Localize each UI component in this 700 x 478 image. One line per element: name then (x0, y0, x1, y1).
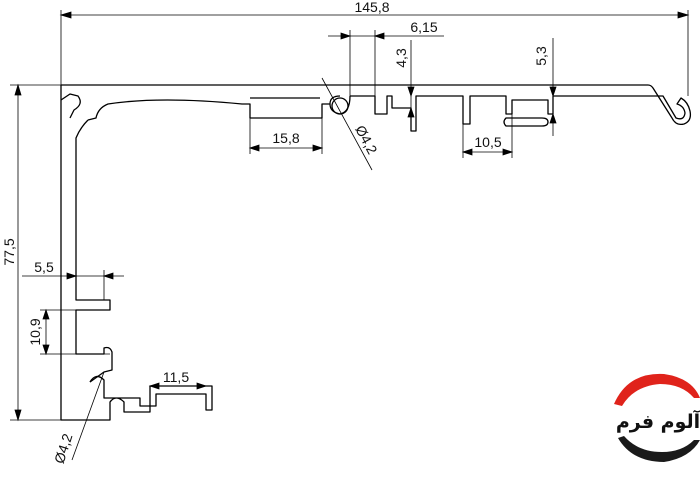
dim-left-slot-height: 10,9 (27, 318, 43, 345)
left-web-outline (60, 85, 213, 421)
dimension-lines (10, 10, 690, 461)
dim-top-slot-depth: 4,3 (393, 48, 409, 68)
top-flange-outline (61, 84, 692, 132)
dim-right-slot-depth: 5,3 (533, 46, 549, 66)
logo-text: آلوم فرم (616, 409, 700, 433)
logo-black-swoosh (618, 436, 700, 462)
dim-channel-width: 15,8 (272, 130, 299, 146)
dim-top-slot-width: 6,15 (410, 19, 437, 35)
dim-hole-top: Ø4,2 (352, 122, 380, 156)
dim-overall-height: 77,5 (1, 238, 17, 265)
alumform-logo: آلوم فرم (614, 373, 700, 462)
right-keyhole-slot (503, 117, 549, 127)
dim-right-channel-width: 10,5 (474, 134, 501, 150)
aluminum-profile (60, 84, 692, 421)
top-channel-outline (87, 95, 351, 121)
corner-lip (60, 93, 81, 119)
logo-red-swoosh (614, 373, 700, 406)
dim-bottom-channel-width: 11,5 (163, 369, 189, 385)
dim-hole-bottom: Ø4,2 (51, 431, 76, 465)
dim-overall-width: 145,8 (354, 0, 389, 15)
dim-left-offset: 5,5 (34, 259, 54, 275)
left-web-inner (75, 119, 113, 383)
top-hole (331, 97, 349, 115)
